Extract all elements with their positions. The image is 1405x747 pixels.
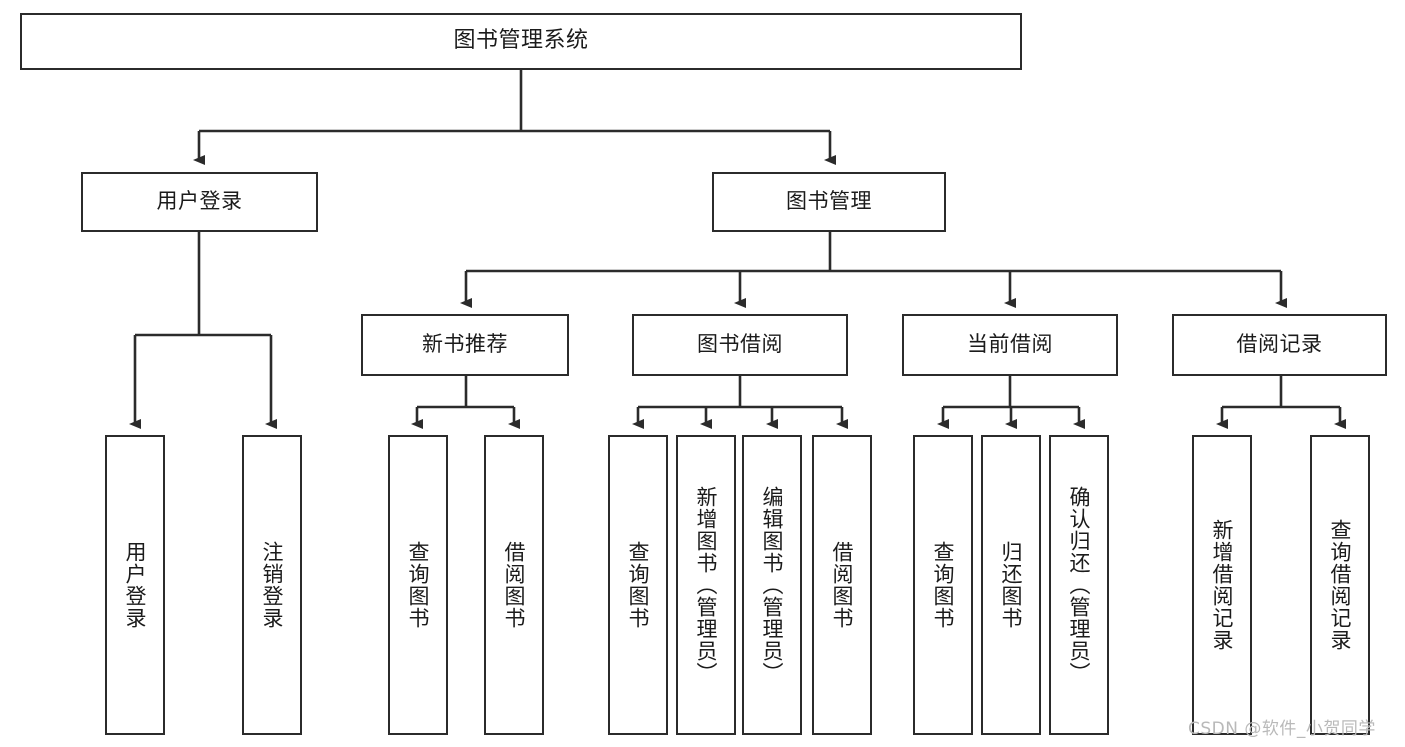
node-label: 新增借阅记录 — [1210, 519, 1235, 651]
leaf-logout-login[interactable]: 注销登录 — [242, 435, 302, 735]
node-label: 编辑图书（管理员） — [760, 486, 785, 684]
leaf-query-borrow-record[interactable]: 查询借阅记录 — [1310, 435, 1370, 735]
node-label: 确认归还（管理员） — [1067, 486, 1092, 684]
node-label: 借阅记录 — [1236, 332, 1323, 357]
leaf-return-book[interactable]: 归还图书 — [981, 435, 1041, 735]
node-label: 归还图书 — [999, 541, 1024, 629]
node-label: 查询借阅记录 — [1328, 519, 1353, 651]
node-label: 借阅图书 — [502, 541, 527, 629]
node-label: 查询图书 — [931, 541, 956, 629]
leaf-query-book-borrow[interactable]: 查询图书 — [608, 435, 668, 735]
leaf-add-book-admin[interactable]: 新增图书（管理员） — [676, 435, 736, 735]
node-label: 新增图书（管理员） — [694, 486, 719, 684]
node-label: 用户登录 — [123, 541, 148, 629]
node-label: 注销登录 — [260, 541, 285, 629]
node-book-borrow[interactable]: 图书借阅 — [632, 314, 848, 376]
node-label: 查询图书 — [406, 541, 431, 629]
node-label: 新书推荐 — [422, 332, 508, 357]
node-user-login[interactable]: 用户登录 — [81, 172, 318, 232]
node-current-borrow[interactable]: 当前借阅 — [902, 314, 1118, 376]
leaf-borrow-book-recommend[interactable]: 借阅图书 — [484, 435, 544, 735]
node-label: 图书管理系统 — [453, 28, 589, 54]
node-label: 图书管理 — [786, 189, 872, 214]
node-label: 查询图书 — [626, 541, 651, 629]
node-label: 当前借阅 — [967, 332, 1053, 357]
leaf-add-borrow-record[interactable]: 新增借阅记录 — [1192, 435, 1252, 735]
leaf-user-login[interactable]: 用户登录 — [105, 435, 165, 735]
node-root-system[interactable]: 图书管理系统 — [20, 13, 1022, 70]
node-borrow-records[interactable]: 借阅记录 — [1172, 314, 1387, 376]
leaf-query-book-current[interactable]: 查询图书 — [913, 435, 973, 735]
node-label: 图书借阅 — [697, 332, 783, 357]
node-book-management[interactable]: 图书管理 — [712, 172, 946, 232]
leaf-query-book-recommend[interactable]: 查询图书 — [388, 435, 448, 735]
leaf-confirm-return-admin[interactable]: 确认归还（管理员） — [1049, 435, 1109, 735]
node-label: 借阅图书 — [830, 541, 855, 629]
node-label: 用户登录 — [156, 189, 243, 214]
leaf-edit-book-admin[interactable]: 编辑图书（管理员） — [742, 435, 802, 735]
leaf-borrow-book[interactable]: 借阅图书 — [812, 435, 872, 735]
watermark: CSDN @软件_小贺同学 — [1188, 719, 1376, 739]
node-new-book-recommend[interactable]: 新书推荐 — [361, 314, 569, 376]
